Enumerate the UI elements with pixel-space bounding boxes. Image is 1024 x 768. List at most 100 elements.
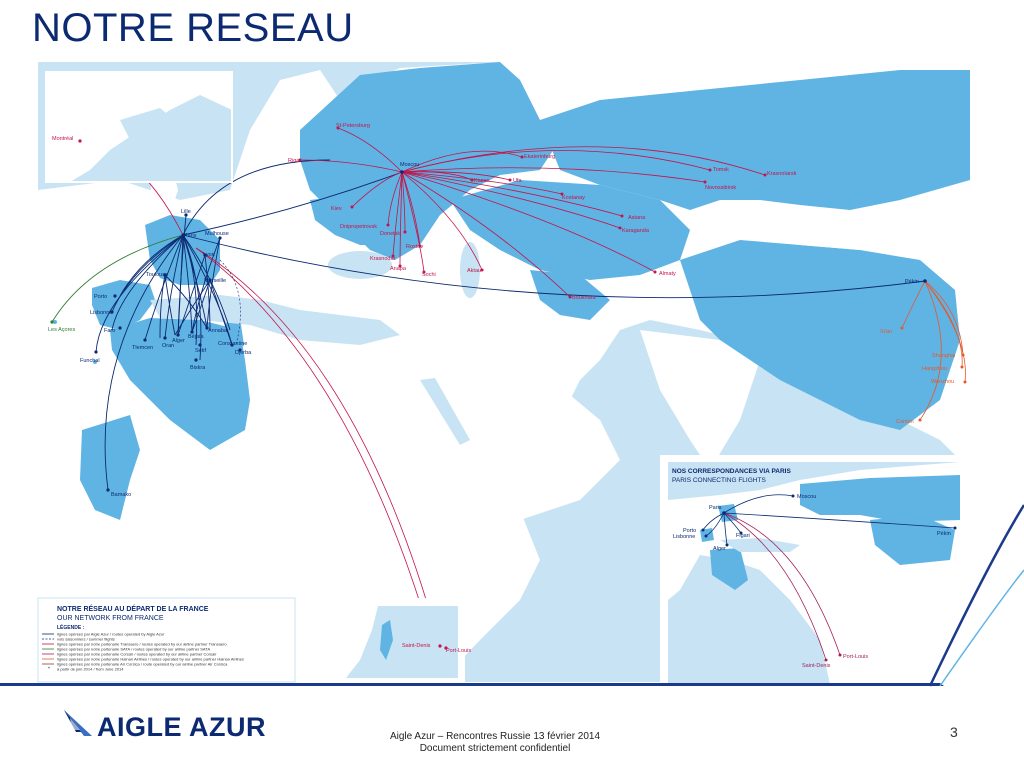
legend-title: NOTRE RÉSEAU AU DÉPART DE LA FRANCE — [57, 604, 209, 613]
city-label-riga: Riga — [288, 158, 300, 164]
city-label-almaty: Almaty — [659, 271, 676, 277]
kazakhstan — [450, 180, 690, 280]
city-label-donetsk: Donetsk — [380, 231, 400, 237]
inset-city-pekin: Pékin — [937, 531, 951, 537]
city-label-lille: Lille — [181, 209, 191, 215]
sata-route — [51, 234, 184, 323]
city-label-oran: Oran — [162, 343, 174, 349]
mongolia — [750, 210, 900, 250]
city-label-kazan: Kazan — [474, 178, 490, 184]
logo-eagle-icon — [62, 708, 94, 743]
legend-heading: LÉGENDE : — [57, 623, 85, 631]
city-label-tlemcen: Tlemcen — [132, 345, 153, 351]
decorative-swoosh — [0, 504, 1024, 687]
city-label-aktau: Aktau — [467, 268, 481, 274]
city-label-paris: Paris — [184, 233, 197, 239]
china — [680, 240, 960, 430]
inset-subtitle: PARIS CONNECTING FLIGHTS — [672, 477, 766, 484]
city-label-montreal: Montréal — [52, 136, 73, 142]
algeria — [110, 318, 250, 450]
city-label-lisbonne: Lisbonne — [90, 310, 112, 316]
legend-subtitle: OUR NETWORK FROM FRANCE — [57, 615, 164, 622]
city-label-djerba: Djerba — [235, 350, 252, 356]
city-label-saint-denis: Saint-Denis — [402, 643, 431, 649]
reunion-inset: Saint-Denis Port-Louis — [330, 598, 471, 682]
city-label-karaganda: Karaganda — [622, 228, 650, 234]
legend-item: lignes opérées par notre partenaire Cors… — [57, 652, 217, 657]
city-label-astana: Astana — [628, 215, 646, 221]
city-markers — [50, 126, 967, 492]
city-label-annaba: Annaba — [208, 328, 228, 334]
svg-text:*: * — [48, 667, 50, 673]
legend-item: vols saisonniers / summer flights — [57, 637, 115, 642]
city-label-bamako: Bamako — [111, 492, 131, 498]
city-label-alger: Alger — [172, 338, 185, 344]
city-label-pekin: Pékin — [905, 279, 919, 285]
city-label-krasnodar: Krasnodar — [370, 256, 396, 262]
city-label-setif: Sétif — [195, 348, 206, 354]
city-label-xian: Xi'an — [880, 329, 892, 335]
city-label-bejaia: Béjaïa — [188, 334, 205, 340]
legend-item: lignes opérées par notre partenaire Air … — [57, 662, 228, 667]
city-label-wenzhou: Wenzhou — [931, 379, 954, 385]
city-label-boukhara: Boukhara — [572, 295, 596, 301]
scandinavia — [230, 70, 340, 200]
city-label-les-acores: Les Açores — [48, 327, 75, 333]
city-label-rostov: Rostov — [406, 244, 423, 250]
hainan-routes — [901, 280, 966, 421]
inset-city-figari: Figari — [736, 533, 750, 539]
legend-item: lignes opérées par Aigle Azur / routes o… — [57, 632, 165, 637]
footer: Aigle Azur – Rencontres Russie 13 févrie… — [340, 731, 650, 755]
india — [640, 330, 760, 470]
city-label-kostanay: Kostanay — [562, 195, 585, 201]
city-label-tomsk: Tomsk — [713, 167, 729, 173]
city-label-dnipropetrovsk: Dnipropetrovsk — [340, 224, 377, 230]
arabia — [400, 350, 620, 520]
city-label-port-louis: Port-Louis — [446, 648, 471, 654]
city-label-mulhouse: Mulhouse — [205, 231, 229, 237]
city-label-marseille: Marseille — [204, 278, 226, 284]
city-label-kiev: Kiev — [331, 206, 342, 212]
city-label-st-petersburg: St-Petersburg — [336, 123, 370, 129]
inset-city-saint-denis: Saint-Denis — [802, 663, 831, 669]
paris-connections-inset: NOS CORRESPONDANCES VIA PARIS PARIS CONN… — [660, 455, 970, 685]
city-label-sochi: Sochi — [422, 272, 436, 278]
city-label-shanghai: Shanghai — [932, 353, 955, 359]
mediterranean — [150, 295, 400, 345]
inset-city-port-louis: Port-Louis — [843, 654, 868, 660]
inset-title: NOS CORRESPONDANCES VIA PARIS — [672, 468, 791, 475]
legend-box: NOTRE RÉSEAU AU DÉPART DE LA FRANCE OUR … — [37, 597, 296, 683]
city-label-constantine: Constantine — [218, 341, 247, 347]
inset-city-moscou: Moscou — [797, 494, 816, 500]
legend-item: à partir de juin 2014 / from June 2014 — [57, 667, 124, 672]
slide-title: NOTRE RESEAU — [32, 6, 354, 50]
city-label-lyon: Lyon — [203, 252, 215, 258]
city-label-funchal: Funchal — [80, 358, 100, 364]
page-number: 3 — [950, 724, 958, 740]
city-label-krasnoiarsk: Krasnoïarsk — [767, 171, 797, 177]
city-label-anapa: Anapa — [390, 266, 407, 272]
montreal-inset: Montréal — [45, 71, 233, 183]
legend-item: lignes opérées par notre partenaire Tran… — [57, 642, 227, 647]
city-label-hangzhou: Hangzhou — [922, 366, 947, 372]
city-label-faro: Faro — [104, 328, 115, 334]
city-label-ekaterinburg: Ekaterinburg — [524, 154, 555, 160]
footer-line-1: Aigle Azur – Rencontres Russie 13 févrie… — [389, 731, 601, 742]
mali — [80, 415, 140, 520]
city-label-canton: Canton — [896, 419, 914, 425]
ukraine — [310, 195, 395, 245]
inset-city-lisbonne: Lisbonne — [673, 534, 695, 540]
inset-city-paris: Paris — [709, 505, 722, 511]
logo-text: AIGLE AZUR — [97, 712, 266, 742]
inset-city-porto: Porto — [683, 528, 696, 534]
city-label-moscou: Moscou — [400, 162, 419, 168]
iberia — [92, 280, 155, 330]
city-label-biskra: Biskra — [190, 365, 206, 371]
city-label-toulouse: Toulouse — [146, 272, 168, 278]
footer-line-2: Document strictement confidentiel — [419, 743, 571, 754]
legend-item: lignes opérées par notre partenaire Hain… — [57, 657, 244, 662]
city-label-porto: Porto — [94, 294, 107, 300]
city-labels: Les Açores Funchal Porto Lisbonne Faro L… — [48, 123, 955, 498]
city-label-novossibirsk: Novossibirsk — [705, 185, 736, 191]
